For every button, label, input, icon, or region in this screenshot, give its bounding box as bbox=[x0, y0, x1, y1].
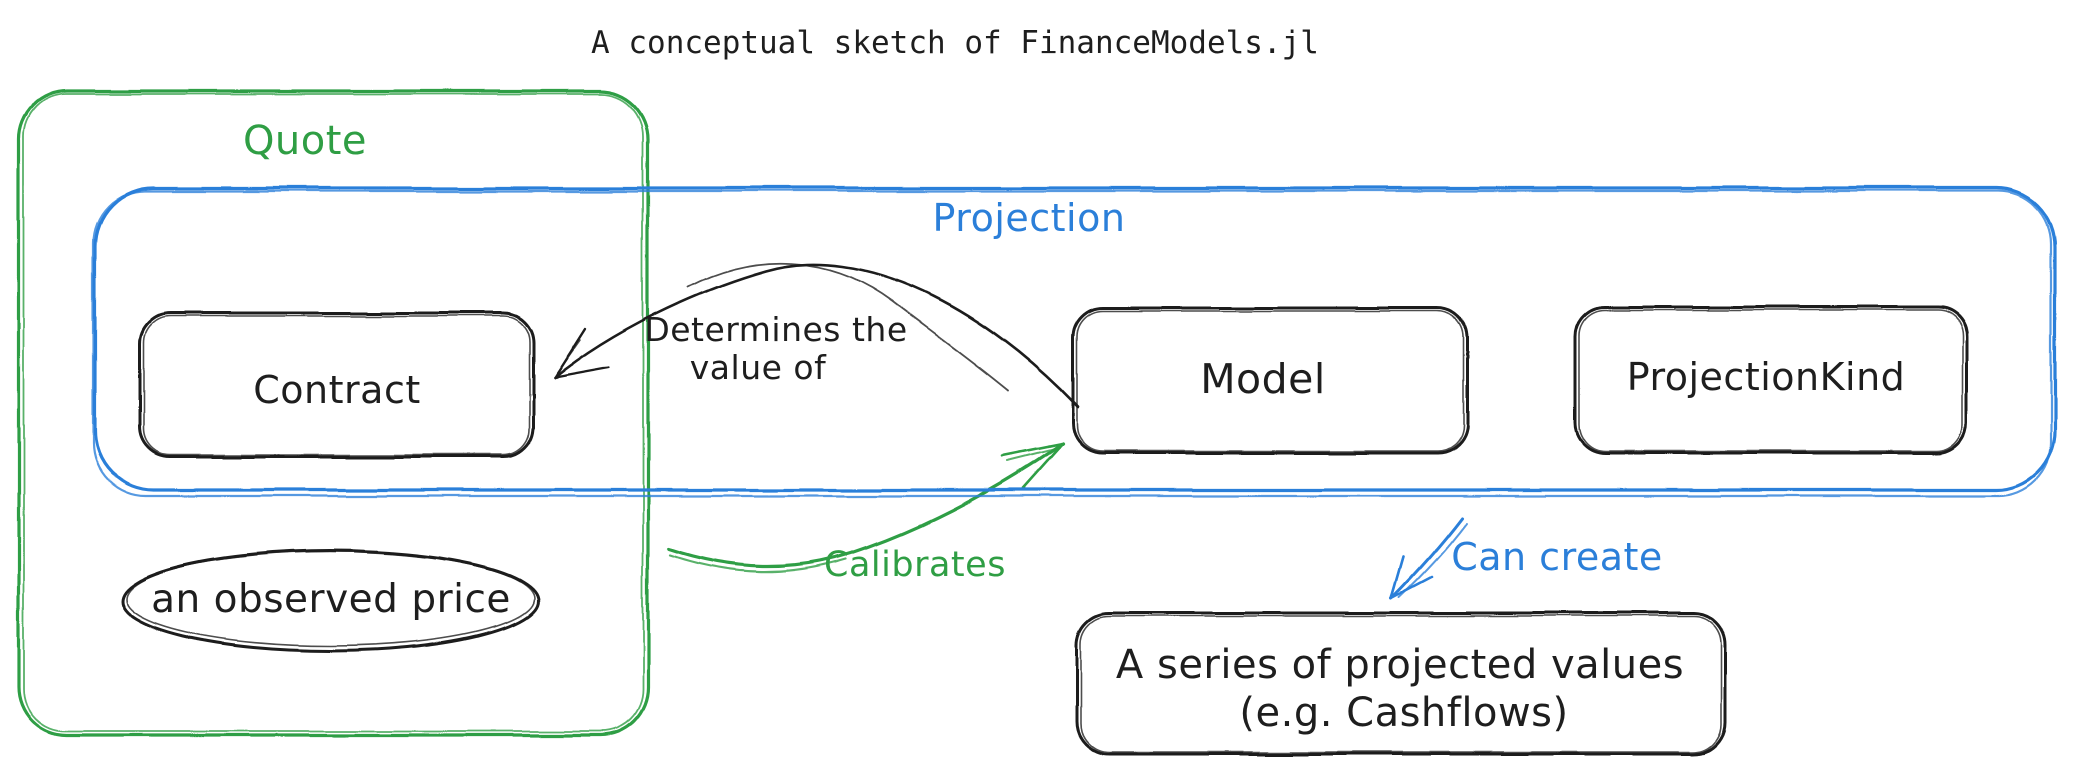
calibrates-arrow-shaft bbox=[667, 442, 1065, 568]
contract-box bbox=[138, 311, 535, 459]
calibrates-arrowhead-barb bbox=[1001, 442, 1065, 458]
projection-kind-box-echo bbox=[1578, 309, 1964, 452]
calibrates-edge-label: Calibrates bbox=[824, 545, 1006, 585]
determines-edge-label-line2: value of bbox=[690, 348, 827, 387]
can-create-arrowhead-barb bbox=[1389, 554, 1405, 600]
projection-shapes bbox=[91, 186, 2057, 600]
determines-arrowhead-barb-echo bbox=[555, 339, 581, 375]
ink-labels: A conceptual sketch of FinanceModels.jl … bbox=[151, 25, 1905, 736]
observed-price-ellipse-echo bbox=[125, 551, 535, 647]
projected-values-label-line2: (e.g. Cashflows) bbox=[1239, 690, 1568, 736]
determines-arrowhead-barb bbox=[552, 366, 611, 380]
projection-container-box bbox=[93, 186, 2057, 492]
quote-container-box-echo bbox=[23, 93, 644, 732]
determines-arrow-shaft bbox=[552, 263, 1080, 409]
projection-container-box-echo bbox=[91, 189, 2053, 498]
projection-kind-label: ProjectionKind bbox=[1627, 355, 1906, 399]
quote-shapes bbox=[17, 89, 1065, 737]
projection-kind-box bbox=[1573, 305, 1969, 455]
quote-container-box bbox=[17, 89, 650, 737]
can-create-arrowhead-barb bbox=[1389, 575, 1433, 600]
model-box bbox=[1071, 306, 1469, 455]
model-label: Model bbox=[1200, 355, 1326, 403]
diagram-title: A conceptual sketch of FinanceModels.jl bbox=[591, 25, 1319, 61]
observed-price-label: an observed price bbox=[151, 577, 511, 622]
observed-price-ellipse bbox=[120, 549, 540, 653]
contract-box-echo bbox=[143, 315, 530, 456]
model-box-echo bbox=[1076, 310, 1464, 452]
projected-values-box-echo bbox=[1080, 615, 1722, 753]
can-create-arrow-shaft bbox=[1389, 516, 1463, 600]
calibrates-arrow-shaft-echo bbox=[668, 553, 848, 573]
can-create-edge-label: Can create bbox=[1451, 535, 1663, 579]
calibrates-arrowhead-barb bbox=[1020, 442, 1065, 492]
determines-arrow-shaft-echo bbox=[687, 262, 1009, 391]
determines-edge-label-line1: Determines the bbox=[644, 310, 907, 349]
quote-group-label: Quote bbox=[243, 118, 367, 164]
blue-labels: Projection Can create bbox=[933, 196, 1663, 579]
green-labels: Quote Calibrates bbox=[243, 118, 1006, 585]
projection-group-label: Projection bbox=[933, 196, 1126, 240]
projected-values-box bbox=[1075, 611, 1727, 756]
calibrates-arrowhead-barb-echo bbox=[1007, 447, 1061, 462]
projected-values-label-line1: A series of projected values bbox=[1116, 642, 1684, 688]
contract-label: Contract bbox=[253, 368, 420, 412]
ink-shapes bbox=[120, 262, 1969, 756]
